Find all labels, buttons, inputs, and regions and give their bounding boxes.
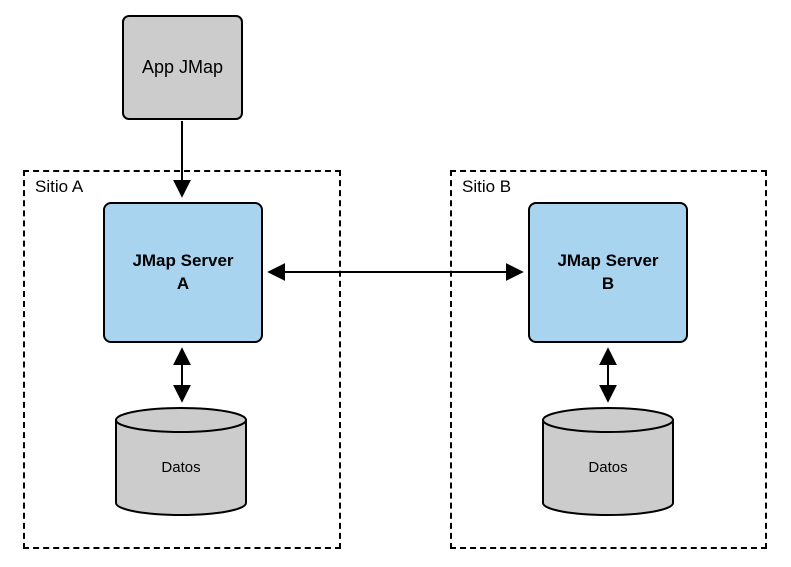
node-datos-a-label: Datos — [161, 459, 200, 476]
node-jmap-server-b-label: JMap Server B — [557, 251, 659, 293]
node-app-jmap: App JMap — [122, 15, 243, 120]
node-jmap-server-a-label: JMap Server A — [132, 251, 234, 293]
database-cylinder-top-icon — [115, 407, 247, 433]
group-sitio-b-label: Sitio B — [462, 177, 512, 196]
database-cylinder-icon — [542, 419, 674, 516]
node-jmap-server-b: JMap Server B — [528, 202, 688, 343]
node-datos-b-label: Datos — [588, 459, 627, 476]
database-cylinder-icon — [115, 419, 247, 516]
node-datos-b: Datos — [542, 407, 674, 516]
group-sitio-b: Sitio B — [450, 170, 767, 549]
node-datos-a: Datos — [115, 407, 247, 516]
node-jmap-server-a: JMap Server A — [103, 202, 263, 343]
node-app-jmap-label: App JMap — [141, 57, 224, 77]
database-cylinder-top-icon — [542, 407, 674, 433]
group-sitio-a-label: Sitio A — [35, 177, 84, 196]
